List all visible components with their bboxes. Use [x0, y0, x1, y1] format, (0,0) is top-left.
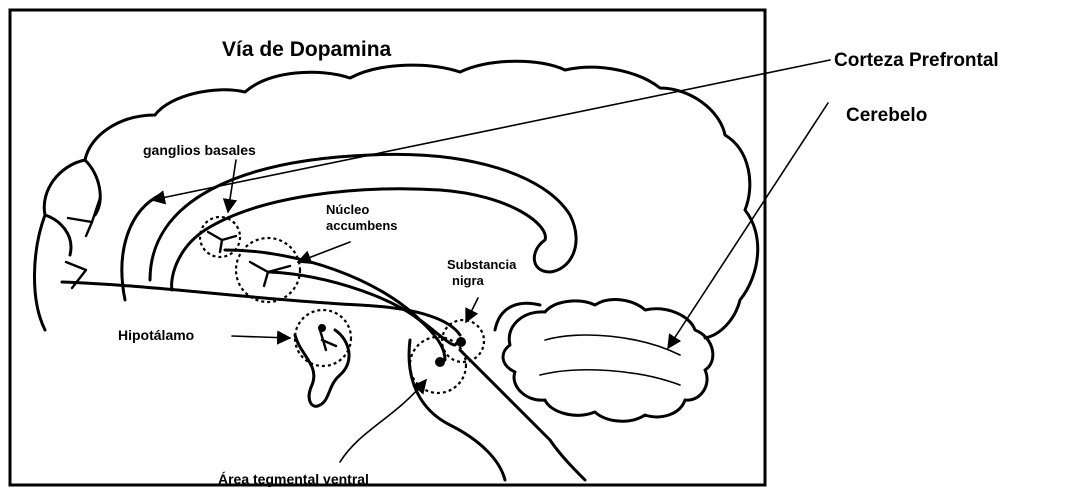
- cerebellum: [503, 300, 713, 422]
- basal-ganglia-label: ganglios basales: [143, 142, 256, 158]
- neuron-hypothalamus: [320, 330, 336, 350]
- nigra-label-line1: Substancia: [447, 257, 517, 272]
- vta-label: Área tegmental ventral: [218, 471, 369, 487]
- cerebellum-label: Cerebelo: [846, 105, 927, 126]
- hypothalamus-arrow: [232, 336, 290, 338]
- hypothalamus-label: Hipotálamo: [118, 327, 194, 343]
- frontal-gyrus-2: [45, 215, 71, 255]
- cerebellum-fold-2: [540, 370, 680, 385]
- nucleus-accumbens-circle: [236, 238, 300, 302]
- pituitary: [295, 330, 349, 406]
- nigra-label-line2: nigra: [452, 273, 485, 288]
- accumbens-label-line2: accumbens: [326, 218, 398, 233]
- diagram-title: Vía de Dopamina: [222, 38, 392, 61]
- prefrontal-arrow: [152, 60, 830, 200]
- cerebellum-arrow: [668, 103, 828, 348]
- midbrain-arc: [495, 303, 540, 330]
- hypothalamus-dot: [318, 324, 326, 332]
- prefrontal-cortex-label: Corteza Prefrontal: [834, 50, 999, 71]
- accumbens-label-line1: Núcleo: [326, 202, 369, 217]
- vta-dot: [435, 357, 445, 367]
- cerebellum-fold: [545, 335, 680, 355]
- neuron-frontal: [68, 198, 100, 236]
- accumbens-arrow: [298, 242, 350, 262]
- substantia-nigra-dot: [456, 337, 466, 347]
- nigra-arrow: [466, 298, 478, 322]
- brain-outline: [34, 61, 757, 338]
- vta-arrow: [340, 380, 426, 462]
- basal-ganglia-arrow: [228, 160, 236, 212]
